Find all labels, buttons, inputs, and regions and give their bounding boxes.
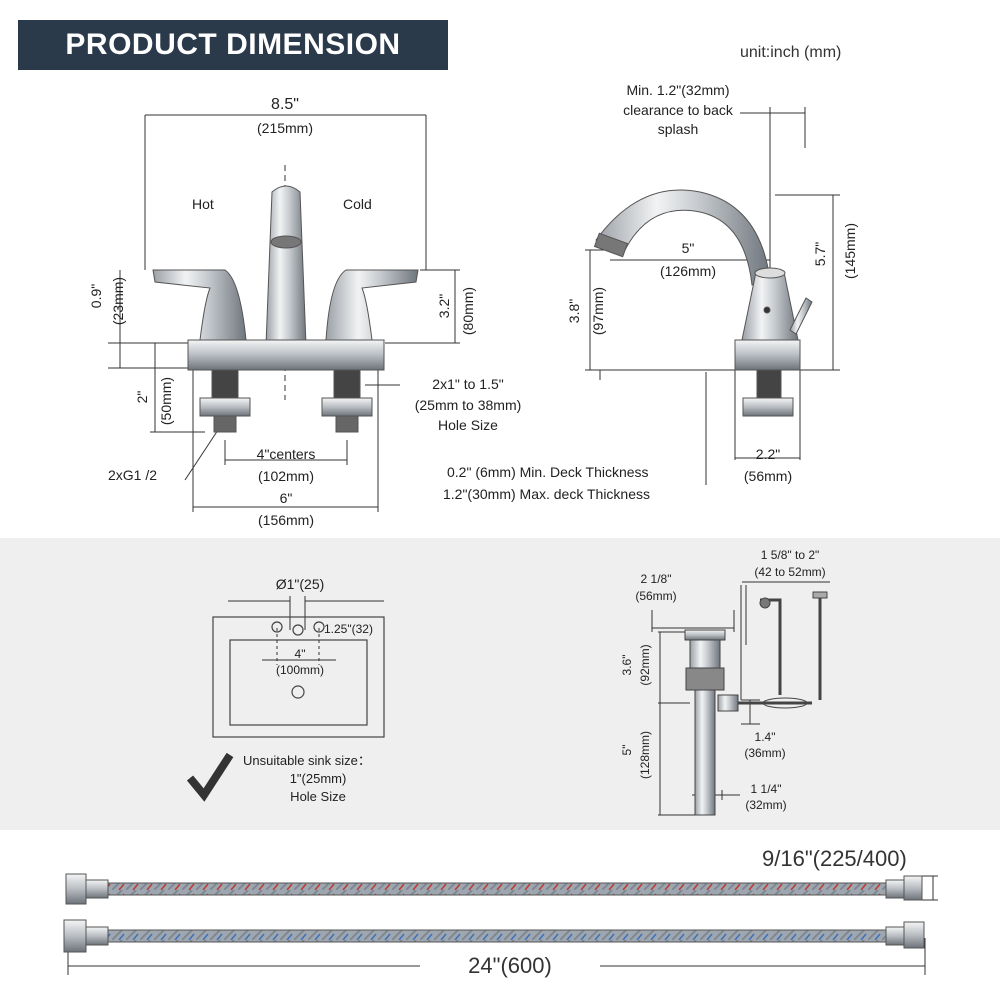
pipe-dia-mm: (32mm) bbox=[745, 798, 787, 812]
hose-length-label: 24"(600) bbox=[468, 953, 552, 978]
base-depth-mm: (56mm) bbox=[743, 468, 793, 484]
sink-diagram bbox=[212, 616, 385, 738]
pipe-dia-in: 1 1/4" bbox=[750, 782, 782, 796]
shank-length-in: 2" bbox=[134, 390, 150, 404]
reach-in: 5" bbox=[681, 240, 695, 256]
drain-range-line1: 1 5/8" to 2" bbox=[760, 548, 820, 562]
base-width-mm: (156mm) bbox=[257, 512, 315, 528]
drain-range-line2: (42 to 52mm) bbox=[754, 565, 826, 579]
sink-spacing-in: 4" bbox=[294, 647, 306, 661]
side-faucet bbox=[593, 189, 813, 417]
hose-thread-label: 9/16"(225/400) bbox=[762, 846, 907, 871]
front-faucet bbox=[152, 185, 419, 433]
sink-drain-band bbox=[0, 538, 1000, 830]
check-icon bbox=[186, 752, 234, 802]
flange-width-mm: (56mm) bbox=[635, 589, 677, 603]
hole-size-line1: 2x1" to 1.5" bbox=[432, 376, 504, 392]
hot-label: Hot bbox=[192, 196, 214, 212]
clearance-line1: Min. 1.2"(32mm) bbox=[626, 82, 730, 98]
front-width-mm: (215mm) bbox=[256, 120, 314, 136]
clearance-line3: splash bbox=[657, 121, 699, 137]
page-title: PRODUCT DIMENSION bbox=[18, 20, 448, 70]
drain-assembly bbox=[684, 591, 828, 816]
unsuitable-note-line2: 1"(25mm) bbox=[289, 771, 347, 786]
hole-size-line2: (25mm to 38mm) bbox=[414, 397, 522, 413]
handle-height-in: 0.9" bbox=[88, 283, 104, 309]
hose-blue bbox=[63, 919, 925, 953]
base-depth-in: 2.2" bbox=[755, 446, 781, 462]
tailpiece-mm: (128mm) bbox=[638, 731, 652, 780]
deck-max-thickness: 1.2"(30mm) Max. deck Thickness bbox=[443, 486, 650, 502]
thread-label: 2xG1 /2 bbox=[108, 467, 158, 483]
flange-width-in: 2 1/8" bbox=[640, 572, 672, 586]
reach-mm: (126mm) bbox=[659, 263, 717, 279]
total-height-in: 5.7" bbox=[812, 241, 828, 267]
lever-offset-mm: (36mm) bbox=[744, 746, 786, 760]
unit-label: unit:inch (mm) bbox=[740, 44, 842, 61]
centers-in: 4"centers bbox=[256, 446, 316, 462]
hole-size-line3: Hole Size bbox=[438, 417, 498, 433]
unsuitable-note-line1: Unsuitable sink size： bbox=[243, 753, 371, 768]
sink-spacing-mm: (100mm) bbox=[275, 663, 325, 677]
deck-min-thickness: 0.2" (6mm) Min. Deck Thickness bbox=[447, 464, 649, 480]
lever-offset-in: 1.4" bbox=[754, 730, 776, 744]
hole-diameter: Ø1"(25) bbox=[275, 576, 325, 592]
clearance-line2: clearance to back bbox=[623, 102, 733, 118]
centers-mm: (102mm) bbox=[257, 468, 315, 484]
drain-body-mm: (92mm) bbox=[638, 644, 652, 686]
spout-height-mm: (80mm) bbox=[460, 286, 476, 336]
base-width-in: 6" bbox=[279, 490, 293, 506]
front-width-in: 8.5" bbox=[271, 96, 299, 113]
side-spout-height-in: 3.8" bbox=[566, 298, 582, 324]
unsuitable-note-line3: Hole Size bbox=[290, 789, 346, 804]
spout-height-in: 3.2" bbox=[436, 293, 452, 319]
side-spout-height-mm: (97mm) bbox=[590, 286, 606, 336]
hole-offset: 1.25"(32) bbox=[324, 622, 373, 636]
shank-length-mm: (50mm) bbox=[158, 376, 174, 426]
handle-height-mm: (23mm) bbox=[110, 276, 126, 326]
hose-red bbox=[65, 873, 923, 905]
cold-label: Cold bbox=[343, 196, 372, 212]
tailpiece-in: 5" bbox=[620, 744, 634, 756]
drain-body-in: 3.6" bbox=[620, 654, 634, 676]
total-height-mm: (145mm) bbox=[842, 223, 858, 280]
